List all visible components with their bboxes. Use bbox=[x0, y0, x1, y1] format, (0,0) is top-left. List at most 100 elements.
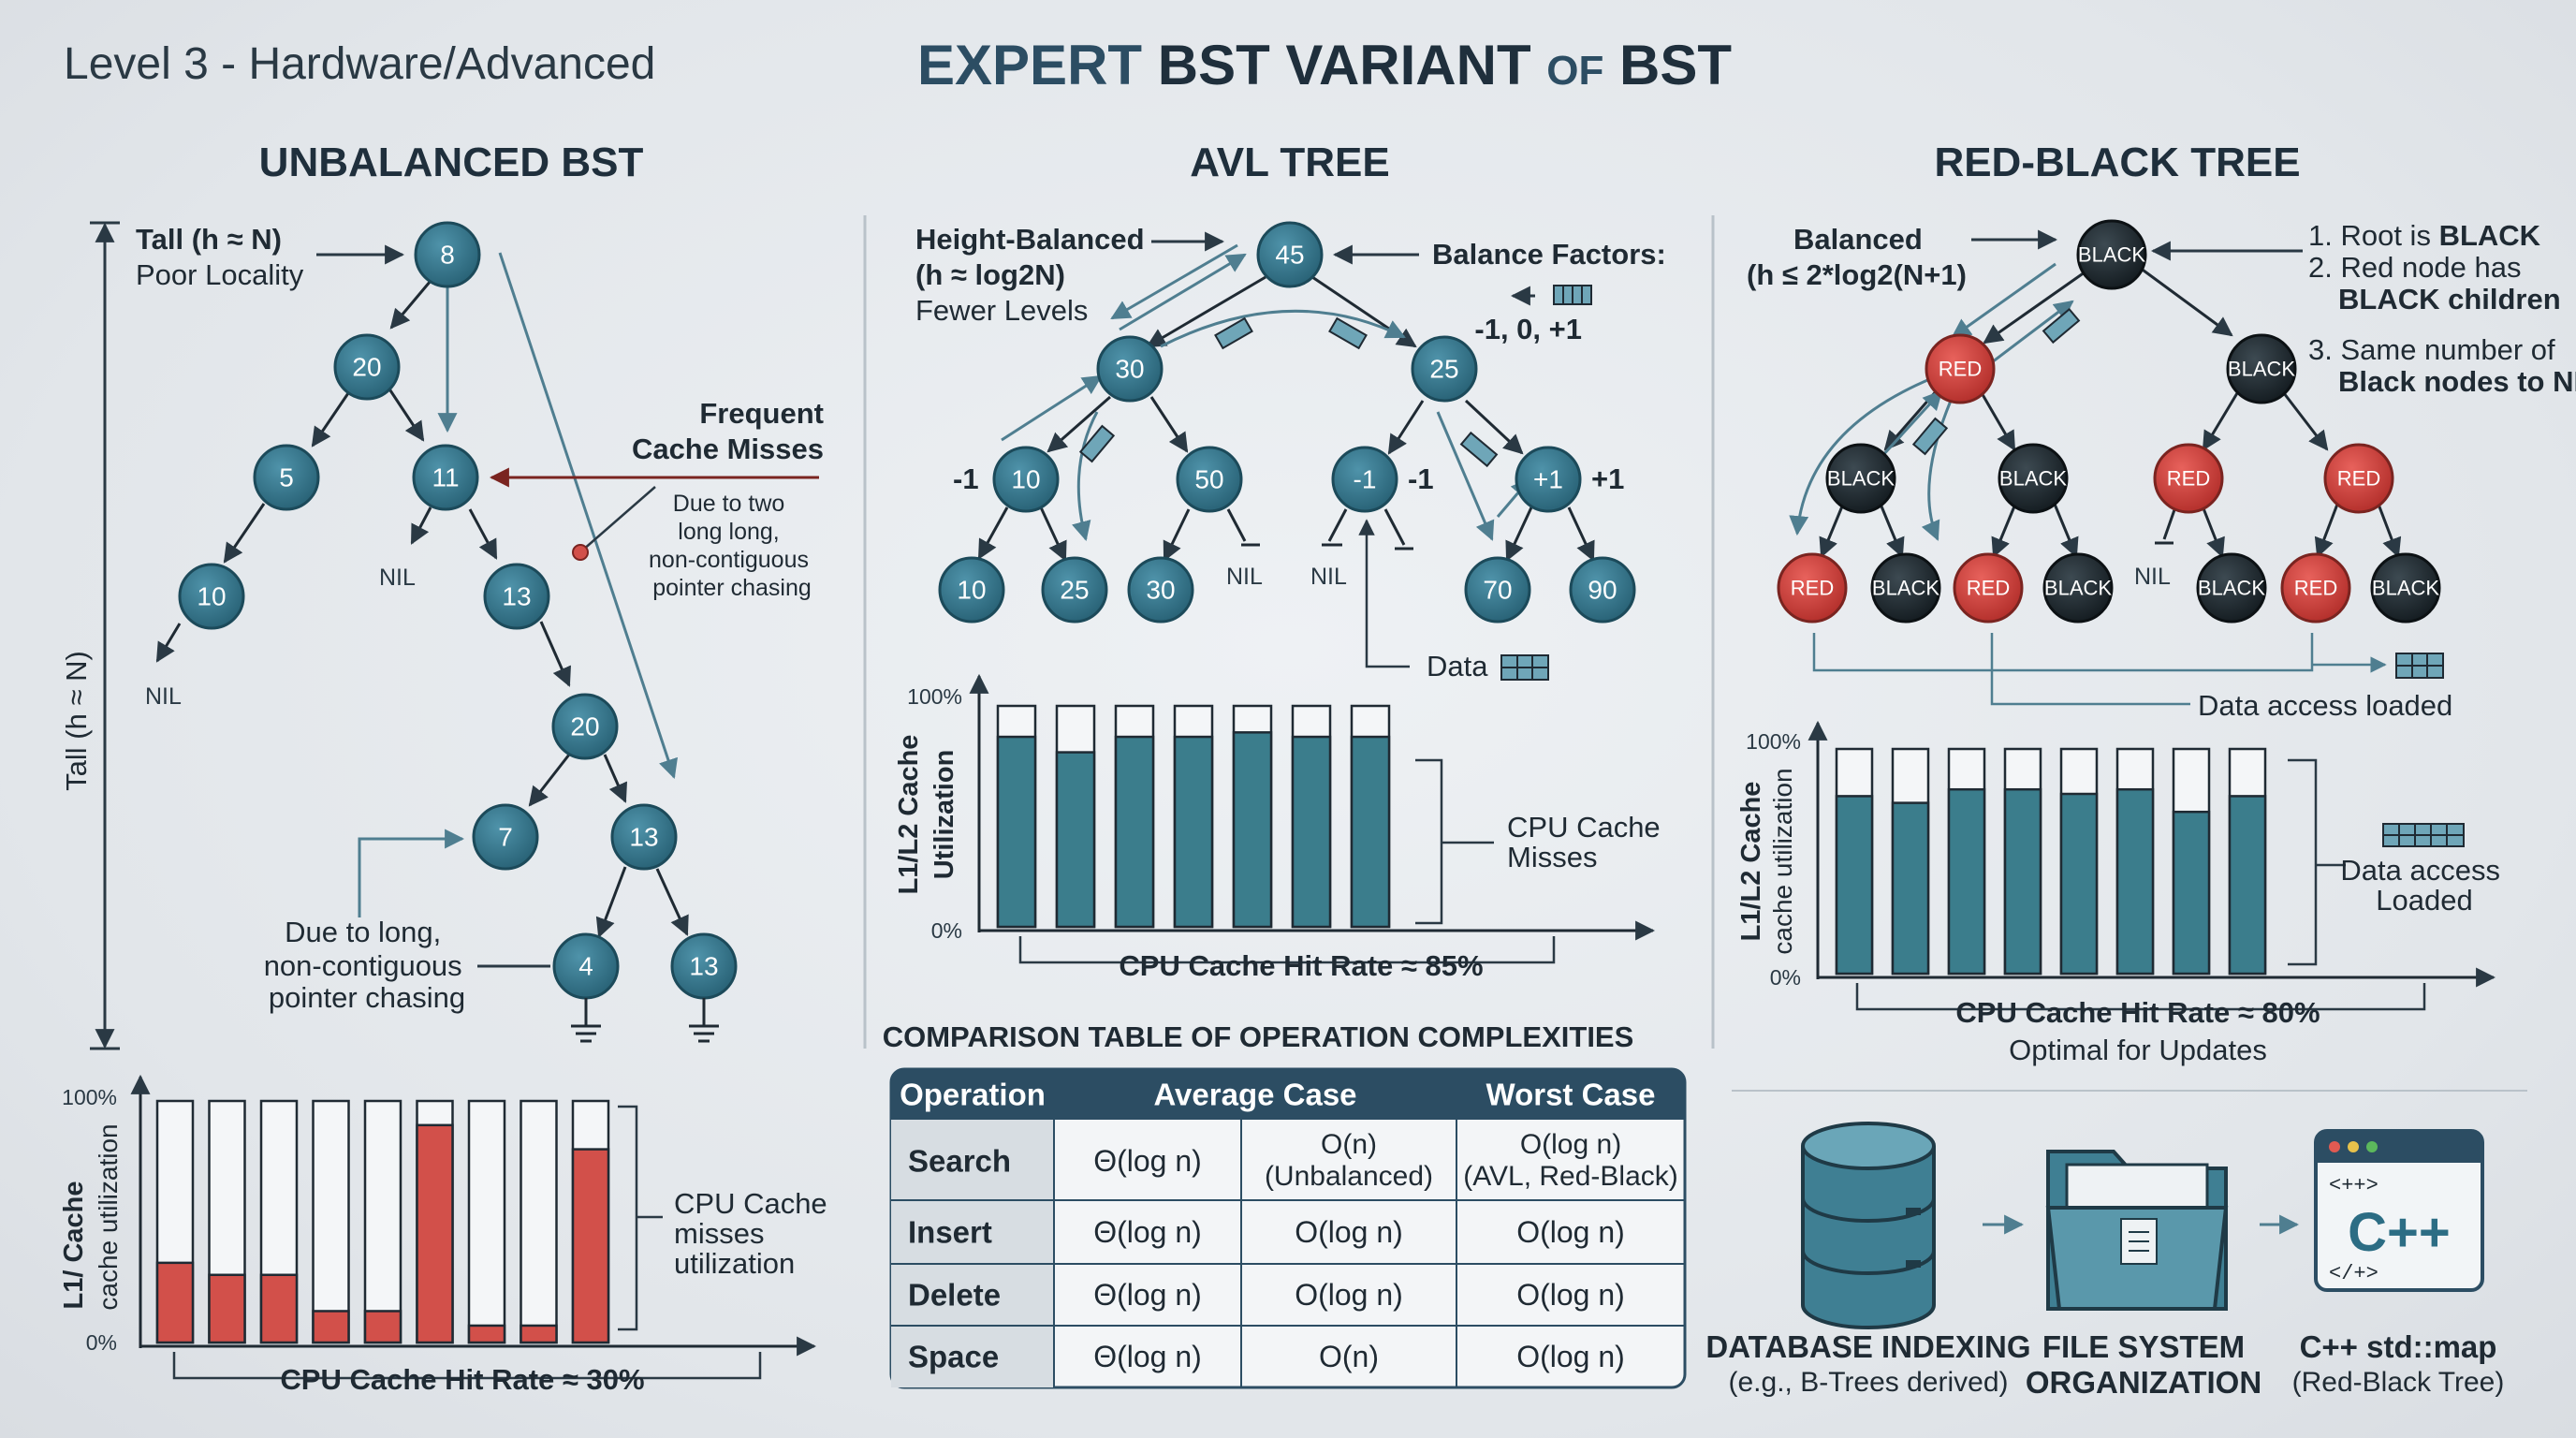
red-node: RED bbox=[2153, 443, 2224, 514]
svg-text:BLACK: BLACK bbox=[1827, 467, 1895, 491]
svg-text:C++: C++ bbox=[2348, 1202, 2451, 1263]
bar bbox=[1947, 787, 1986, 976]
height-balanced-formula: (h ≈ log2N) bbox=[915, 258, 1065, 291]
bar bbox=[2003, 787, 2042, 976]
svg-text:Search: Search bbox=[908, 1144, 1011, 1179]
black-node: BLACK bbox=[1870, 552, 1941, 624]
bar-capacity bbox=[312, 1099, 350, 1344]
table-row: Space Θ(log n) O(n) O(log n) bbox=[908, 1340, 1625, 1374]
bar bbox=[1891, 801, 1930, 976]
cache-miss-note: Due to two long long, non-contiguous poi… bbox=[649, 491, 815, 601]
rule-3-b: Black nodes to NIL bbox=[2338, 365, 2576, 398]
tree-node: 90 bbox=[1569, 556, 1636, 624]
fewer-levels-label: Fewer Levels bbox=[915, 294, 1088, 327]
bar bbox=[520, 1324, 558, 1344]
tree-node: 45 bbox=[1256, 221, 1324, 288]
poor-locality-label: Poor Locality bbox=[136, 258, 304, 291]
svg-text:8: 8 bbox=[440, 241, 455, 270]
chart-ylabel-2: Utilization bbox=[929, 750, 959, 880]
chart-ylabel: L1/ Cache bbox=[59, 1181, 89, 1310]
svg-text:BLACK: BLACK bbox=[1872, 577, 1939, 600]
tree-node: 25 bbox=[1411, 335, 1478, 403]
rb-tree: BLACK RED BLACK BLACK BLACK RED RED RED … bbox=[1777, 219, 2441, 624]
svg-text:4: 4 bbox=[578, 952, 593, 981]
chart-ylabel: L1/L2 Cache bbox=[1736, 782, 1766, 942]
svg-text:BLACK: BLACK bbox=[2044, 577, 2112, 600]
svg-text:(AVL, Red-Black): (AVL, Red-Black) bbox=[1463, 1161, 1678, 1192]
tree-node: 7 bbox=[472, 803, 539, 871]
svg-text:10: 10 bbox=[197, 582, 226, 611]
tree-node: 70 bbox=[1464, 556, 1531, 624]
svg-text:Delete: Delete bbox=[908, 1278, 1001, 1313]
nil-label: NIL bbox=[379, 565, 416, 591]
avl-tree: 45 30 25 10 50 -1 +1 10 25 30 70 90 bbox=[938, 221, 1636, 624]
tree-node: 13 bbox=[670, 932, 738, 1000]
y-tick-100: 100% bbox=[62, 1085, 117, 1109]
svg-text:BLACK: BLACK bbox=[2078, 243, 2145, 267]
cache-miss-title: Frequent bbox=[699, 397, 824, 430]
tree-node: 10 bbox=[178, 563, 245, 630]
bar-capacity bbox=[363, 1099, 402, 1344]
complexity-table: COMPARISON TABLE OF OPERATION COMPLEXITI… bbox=[883, 1020, 1687, 1389]
unbalanced-tree: 8 20 5 11 10 13 20 7 13 4 13 bbox=[178, 221, 738, 1000]
avl-title: AVL TREE bbox=[1190, 139, 1390, 185]
bar bbox=[1055, 751, 1096, 929]
table-header: Average Case bbox=[1153, 1078, 1356, 1112]
svg-text:BLACK: BLACK bbox=[1999, 467, 2067, 491]
svg-text:50: 50 bbox=[1194, 465, 1223, 494]
svg-text:5: 5 bbox=[279, 463, 294, 492]
svg-text:RED: RED bbox=[2167, 467, 2210, 491]
rule-1: 1. Root is BLACK bbox=[2308, 219, 2541, 252]
app-cpp-title: C++ std::map bbox=[2300, 1329, 2497, 1364]
nil-label: NIL bbox=[1226, 564, 1263, 590]
svg-text:30: 30 bbox=[1115, 355, 1144, 384]
table-row: Insert Θ(log n) O(log n) O(log n) bbox=[908, 1215, 1625, 1250]
memory-block-icon bbox=[1553, 285, 1592, 305]
avl-cache-chart: 100% 0% L1/L2 Cache Utilization CPU Cach… bbox=[894, 673, 1661, 982]
bar bbox=[2228, 795, 2267, 976]
svg-text:O(log n): O(log n) bbox=[1295, 1278, 1403, 1312]
main-title: EXPERT BST VARIANT OF BST bbox=[917, 34, 1732, 96]
svg-text:Θ(log n): Θ(log n) bbox=[1093, 1215, 1202, 1249]
svg-text:<++>: <++> bbox=[2329, 1174, 2378, 1197]
svg-text:10: 10 bbox=[1011, 465, 1040, 494]
table-title: COMPARISON TABLE OF OPERATION COMPLEXITI… bbox=[883, 1020, 1634, 1053]
tree-node: 20 bbox=[333, 333, 401, 401]
cache-miss-title-2: Cache Misses bbox=[632, 433, 824, 465]
memory-block-icon bbox=[1500, 654, 1549, 681]
balance-factor: -1 bbox=[953, 462, 979, 495]
red-node: RED bbox=[1953, 552, 2024, 624]
bar bbox=[155, 1261, 195, 1344]
balance-factor: -1 bbox=[1408, 462, 1434, 495]
svg-text:Space: Space bbox=[908, 1340, 999, 1374]
app-fs-title: FILE SYSTEM bbox=[2042, 1329, 2245, 1364]
black-node: BLACK bbox=[2196, 552, 2267, 624]
chart-ylabel-2: cache utilization bbox=[94, 1123, 123, 1310]
svg-text:70: 70 bbox=[1483, 576, 1512, 605]
black-node: BLACK bbox=[1825, 443, 1896, 514]
tree-node: -1 bbox=[1331, 446, 1398, 513]
bar bbox=[1232, 731, 1273, 929]
rule-2-b: BLACK children bbox=[2338, 283, 2561, 315]
svg-text:Θ(log n): Θ(log n) bbox=[1093, 1144, 1202, 1178]
ground-icon bbox=[571, 998, 601, 1043]
svg-text:20: 20 bbox=[570, 712, 599, 741]
tree-node: 13 bbox=[483, 563, 550, 630]
app-db-title: DATABASE INDEXING bbox=[1705, 1329, 2030, 1364]
svg-text:Θ(log n): Θ(log n) bbox=[1093, 1340, 1202, 1373]
unbalanced-section: Tall (h ≈ N) Tall (h ≈ N) Poor Locality … bbox=[59, 221, 827, 1396]
bar bbox=[363, 1310, 402, 1344]
tree-node: 13 bbox=[610, 803, 678, 871]
tree-node: 50 bbox=[1176, 446, 1243, 513]
balanced-formula: (h ≤ 2*log2(N+1) bbox=[1747, 258, 1967, 291]
svg-text:-1: -1 bbox=[1354, 465, 1377, 494]
nil-label: NIL bbox=[2134, 564, 2171, 590]
miss-dot bbox=[572, 544, 589, 561]
bar bbox=[1291, 735, 1332, 929]
svg-text:20: 20 bbox=[352, 353, 381, 382]
bar bbox=[1173, 735, 1214, 929]
tree-node: 5 bbox=[253, 444, 320, 511]
svg-text:RED: RED bbox=[2294, 577, 2337, 600]
bar bbox=[416, 1123, 454, 1344]
svg-text:10: 10 bbox=[957, 576, 986, 605]
